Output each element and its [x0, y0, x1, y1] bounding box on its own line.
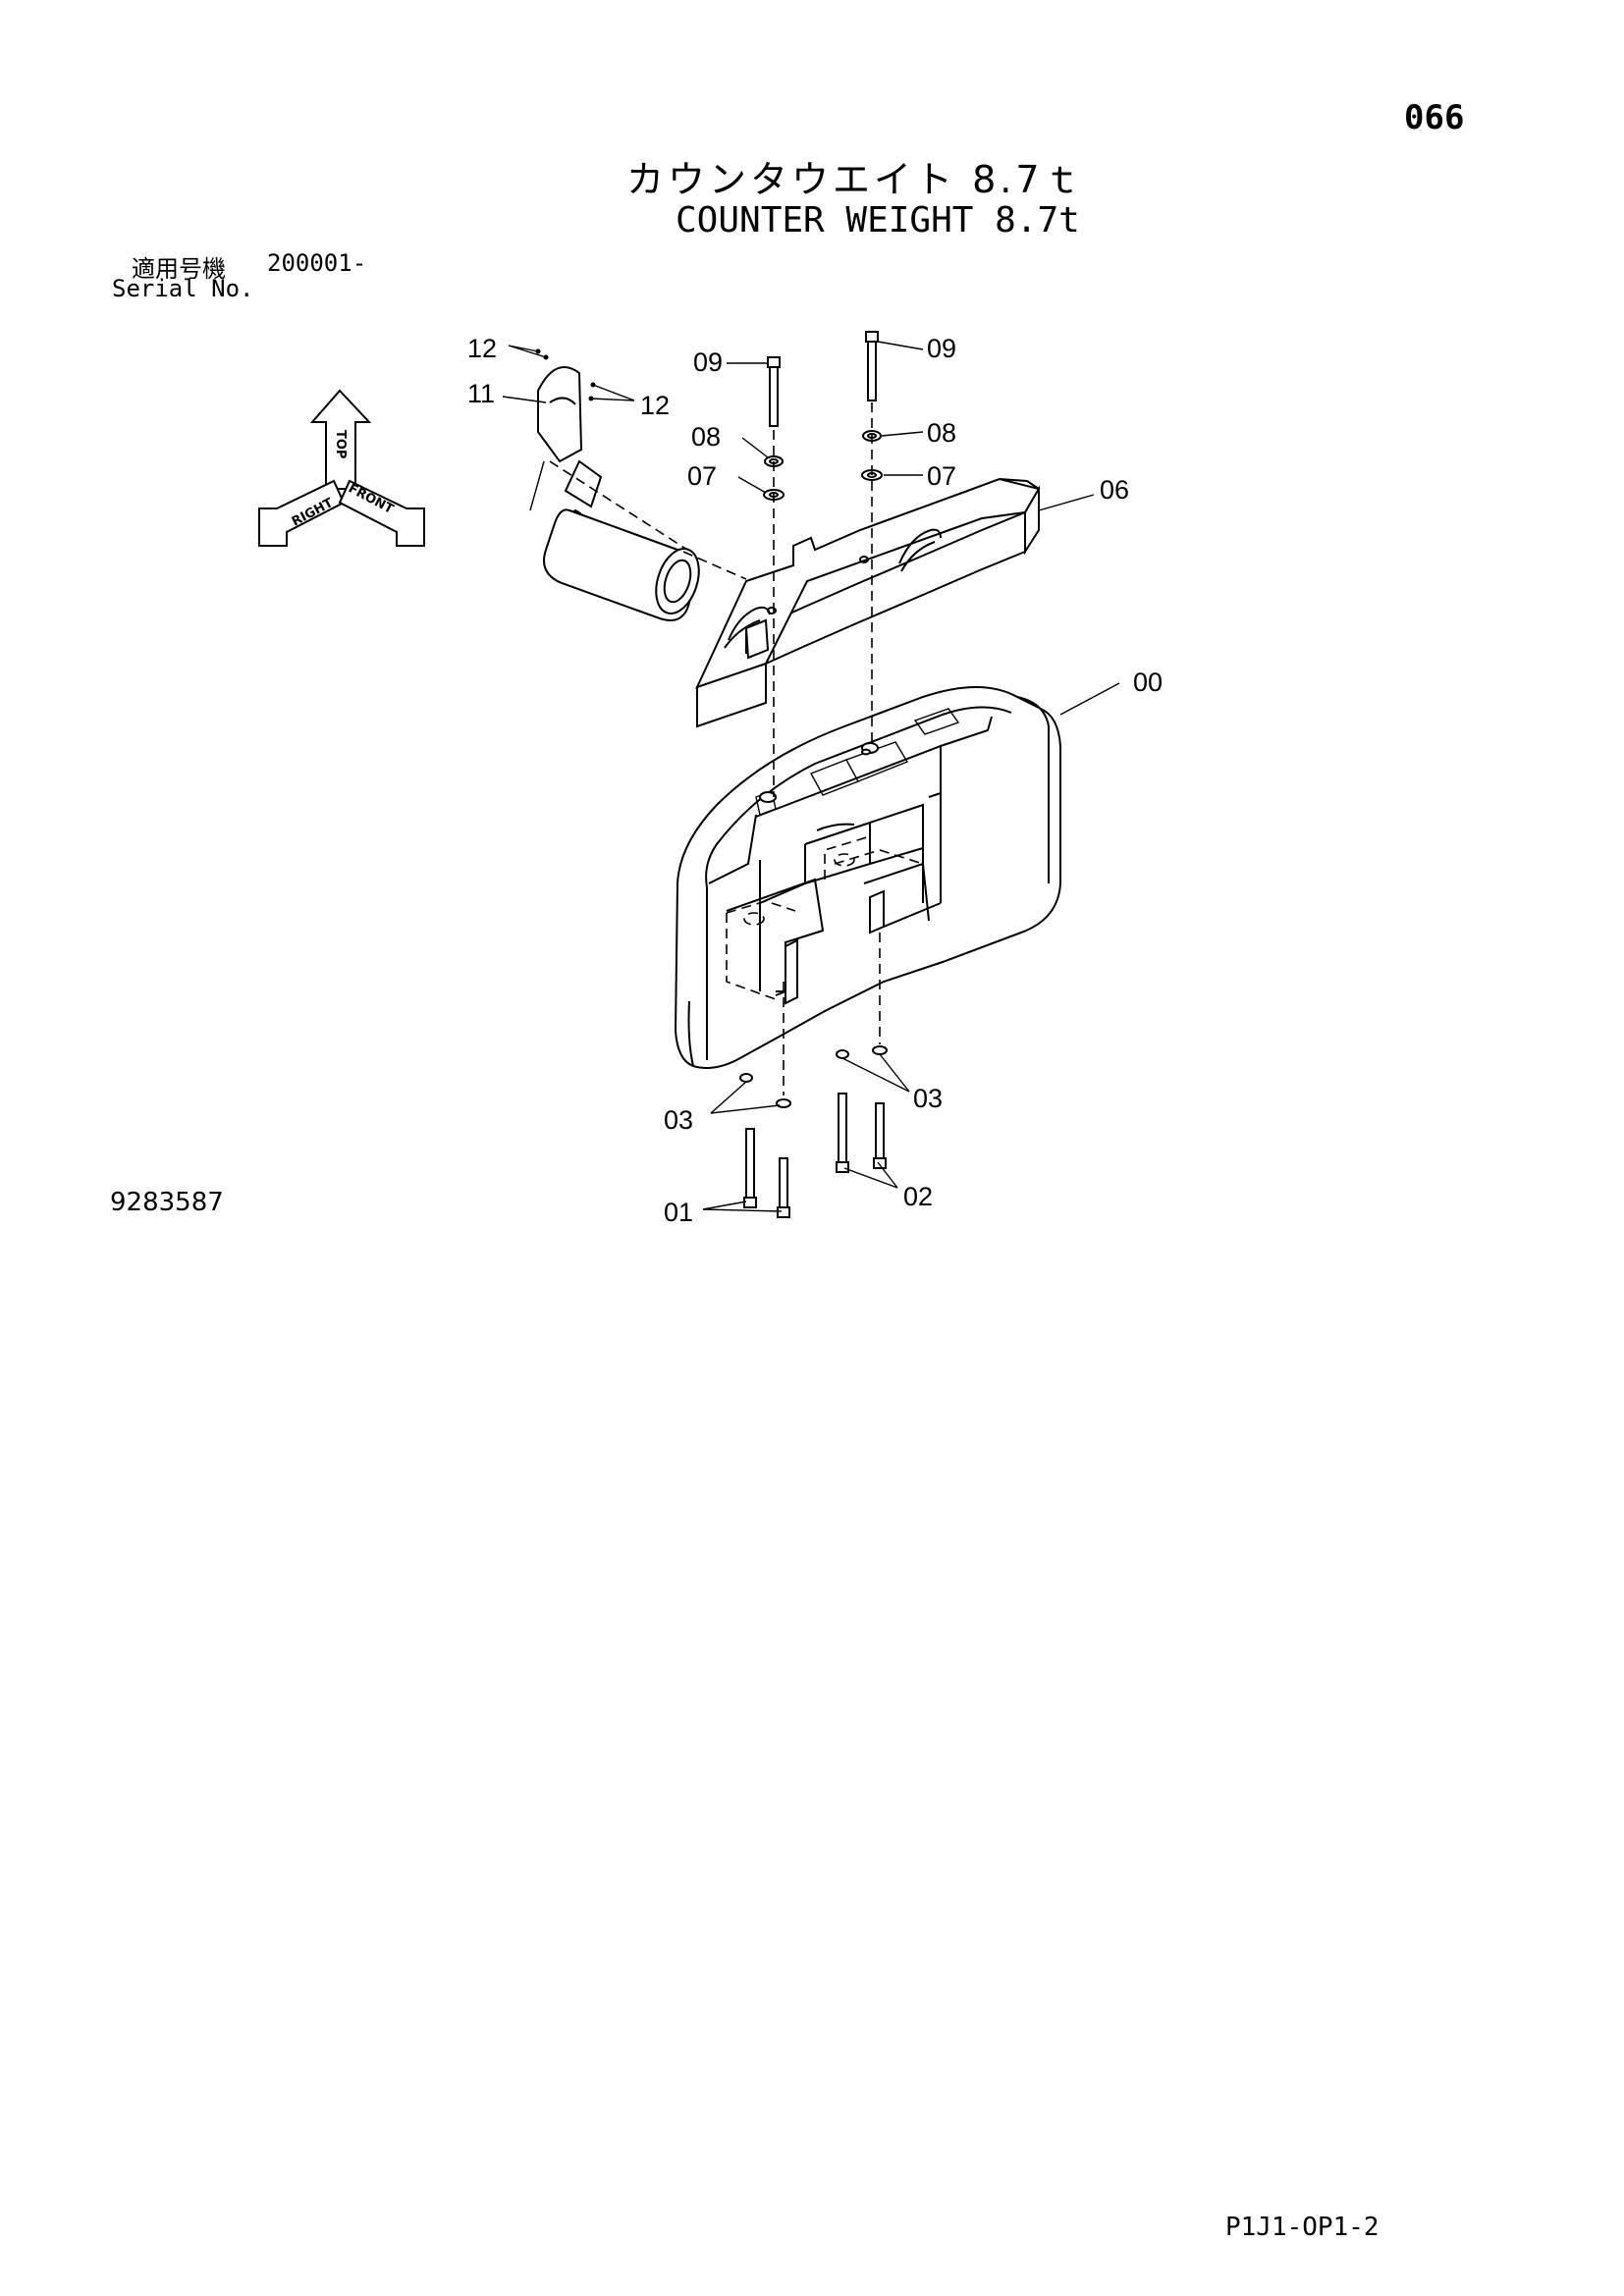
callout-12: 12 — [467, 334, 497, 363]
part-00-counterweight — [674, 686, 1061, 1069]
callout-02: 02 — [903, 1182, 933, 1211]
right-arrow-icon — [258, 479, 346, 547]
serial-value: 200001- — [267, 249, 367, 277]
top-arrow-icon — [309, 389, 372, 490]
callout-06: 06 — [1100, 475, 1129, 505]
callout-07-right: 07 — [927, 461, 956, 491]
page-code: P1J1-OP1-2 — [1225, 2213, 1380, 2242]
callout-00: 00 — [1133, 667, 1163, 697]
callout-08-left: 08 — [691, 422, 721, 452]
lower-bolts-and-nuts — [739, 933, 888, 1218]
drawing-number: 9283587 — [110, 1188, 224, 1217]
muffler-context — [543, 460, 747, 621]
serial-label-japanese: 適用号機 — [132, 255, 226, 283]
part-06-top-bracket — [695, 477, 1041, 728]
callout-12-right: 12 — [640, 391, 670, 420]
part-08-07-washers — [763, 430, 883, 501]
callout-labels: 12 11 12 09 09 08 08 07 07 06 00 03 03 0… — [467, 334, 1163, 1227]
callout-03-left: 03 — [664, 1105, 693, 1135]
front-arrow-icon — [338, 479, 425, 547]
callout-08-right: 08 — [927, 418, 956, 448]
part-09-bolts — [767, 331, 879, 427]
leader-arrowheads — [535, 348, 596, 401]
serial-label-english: Serial No. — [112, 275, 254, 302]
callout-11: 11 — [467, 379, 495, 408]
bolt-center-lines-top — [773, 402, 873, 797]
page-number: 066 — [1404, 98, 1465, 137]
leader-lines — [502, 341, 1120, 1212]
callout-03-right: 03 — [913, 1084, 943, 1113]
title-japanese: カウンタウエイト 8.7ｔ — [626, 158, 1085, 201]
callout-07-left: 07 — [687, 461, 717, 491]
title-english: COUNTER WEIGHT 8.7t — [676, 200, 1080, 240]
callout-09-left: 09 — [693, 347, 723, 377]
orientation-symbol: TOP RIGHT FRONT — [258, 389, 425, 547]
callout-09-right: 09 — [927, 334, 956, 363]
orientation-top-label: TOP — [333, 430, 348, 458]
callout-01: 01 — [664, 1198, 693, 1227]
